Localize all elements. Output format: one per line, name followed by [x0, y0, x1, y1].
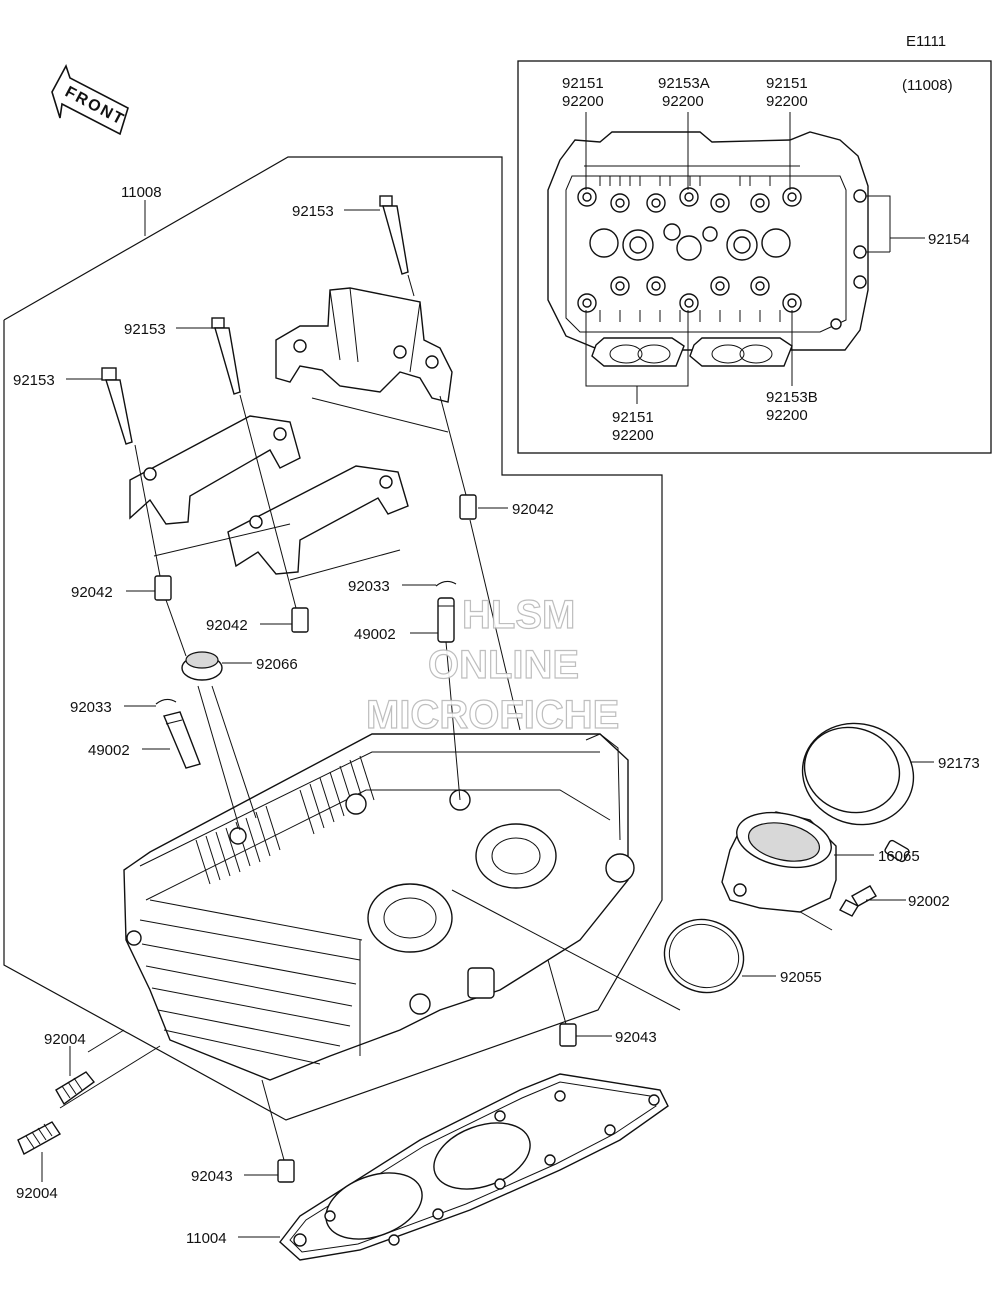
callout-92173: 92173	[938, 755, 980, 772]
bolt-92153-upper	[379, 195, 409, 275]
callout-92004-upper: 92004	[44, 1031, 86, 1048]
dowel-92042-c	[291, 607, 309, 633]
inset-label-side-right: 92154	[928, 231, 970, 248]
inset-ref: (11008)	[902, 77, 953, 94]
inset-label-bottom-right-1: 92153B	[766, 389, 818, 406]
watermark-line-1: HLSM	[462, 593, 575, 637]
inset-label-bottom-left-1: 92151	[612, 409, 654, 426]
cam-cap-2	[227, 465, 409, 575]
dowel-92043-a	[559, 1023, 577, 1047]
inset-label-bottom-right-2: 92200	[766, 407, 808, 424]
dowel-92042-a	[459, 494, 477, 520]
callout-11008: 11008	[121, 184, 162, 201]
valve-guide-49002-b	[163, 711, 201, 769]
callout-49002-upper: 49002	[354, 626, 396, 643]
screw-92002	[839, 885, 877, 917]
watermark-line-2: ONLINE	[428, 643, 579, 687]
callout-92153-lower: 92153	[13, 372, 55, 389]
callout-92066: 92066	[256, 656, 298, 673]
inset-label-top-right-2: 92200	[766, 93, 808, 110]
callout-16065: 16065	[878, 848, 920, 865]
callout-92153-upper: 92153	[292, 203, 334, 220]
inset-label-top-right-1: 92151	[766, 75, 808, 92]
cam-holder-main	[275, 287, 453, 403]
cam-cap-1	[129, 415, 301, 525]
inset-label-top-mid-1: 92153A	[658, 75, 710, 92]
watermark-line-3: MICROFICHE	[366, 693, 619, 737]
callout-92004-lower: 92004	[16, 1185, 58, 1202]
cylinder-head	[123, 733, 635, 1081]
callout-92043-right: 92043	[615, 1029, 657, 1046]
bolt-92153-lower	[101, 367, 133, 445]
inset-box	[517, 60, 992, 454]
callout-92055: 92055	[780, 969, 822, 986]
bolt-92153-middle	[211, 317, 241, 395]
head-gasket-11004	[279, 1073, 669, 1261]
callout-49002-lower: 49002	[88, 742, 130, 759]
inset-label-bottom-left-2: 92200	[612, 427, 654, 444]
inset-label-top-left-1: 92151	[562, 75, 604, 92]
diagram-id: E1111	[906, 33, 946, 50]
seal-92066	[181, 651, 223, 681]
callout-92033-upper: 92033	[348, 578, 390, 595]
circlip-92033-b	[155, 698, 177, 705]
valve-guide-49002-a	[437, 597, 455, 643]
stud-92004-a	[55, 1071, 96, 1106]
watermark: HLSM ONLINE MICROFICHE	[365, 592, 620, 737]
callout-92043-left: 92043	[191, 1168, 233, 1185]
o-ring-92055	[663, 918, 745, 994]
callout-92002: 92002	[908, 893, 950, 910]
circlip-92033-a	[435, 580, 457, 587]
assembly-outline	[3, 156, 663, 1121]
inset-label-top-left-2: 92200	[562, 93, 604, 110]
stud-92004-b	[17, 1121, 62, 1155]
callout-92033-lower: 92033	[70, 699, 112, 716]
callout-leaders	[41, 200, 934, 1238]
callout-92153-middle: 92153	[124, 321, 166, 338]
callout-11004: 11004	[186, 1230, 227, 1247]
intake-holder-16065	[721, 811, 837, 913]
clamp-92173	[801, 722, 915, 863]
dowel-92042-b	[154, 575, 172, 601]
callout-92042-right: 92042	[512, 501, 554, 518]
dowel-92043-b	[277, 1159, 295, 1183]
inset-label-top-mid-2: 92200	[662, 93, 704, 110]
front-arrow-icon: FRONT	[51, 63, 129, 136]
callout-92042-mid: 92042	[206, 617, 248, 634]
inset-leaders	[585, 112, 925, 404]
callout-92042-left: 92042	[71, 584, 113, 601]
inset-head-top-view	[547, 131, 869, 367]
